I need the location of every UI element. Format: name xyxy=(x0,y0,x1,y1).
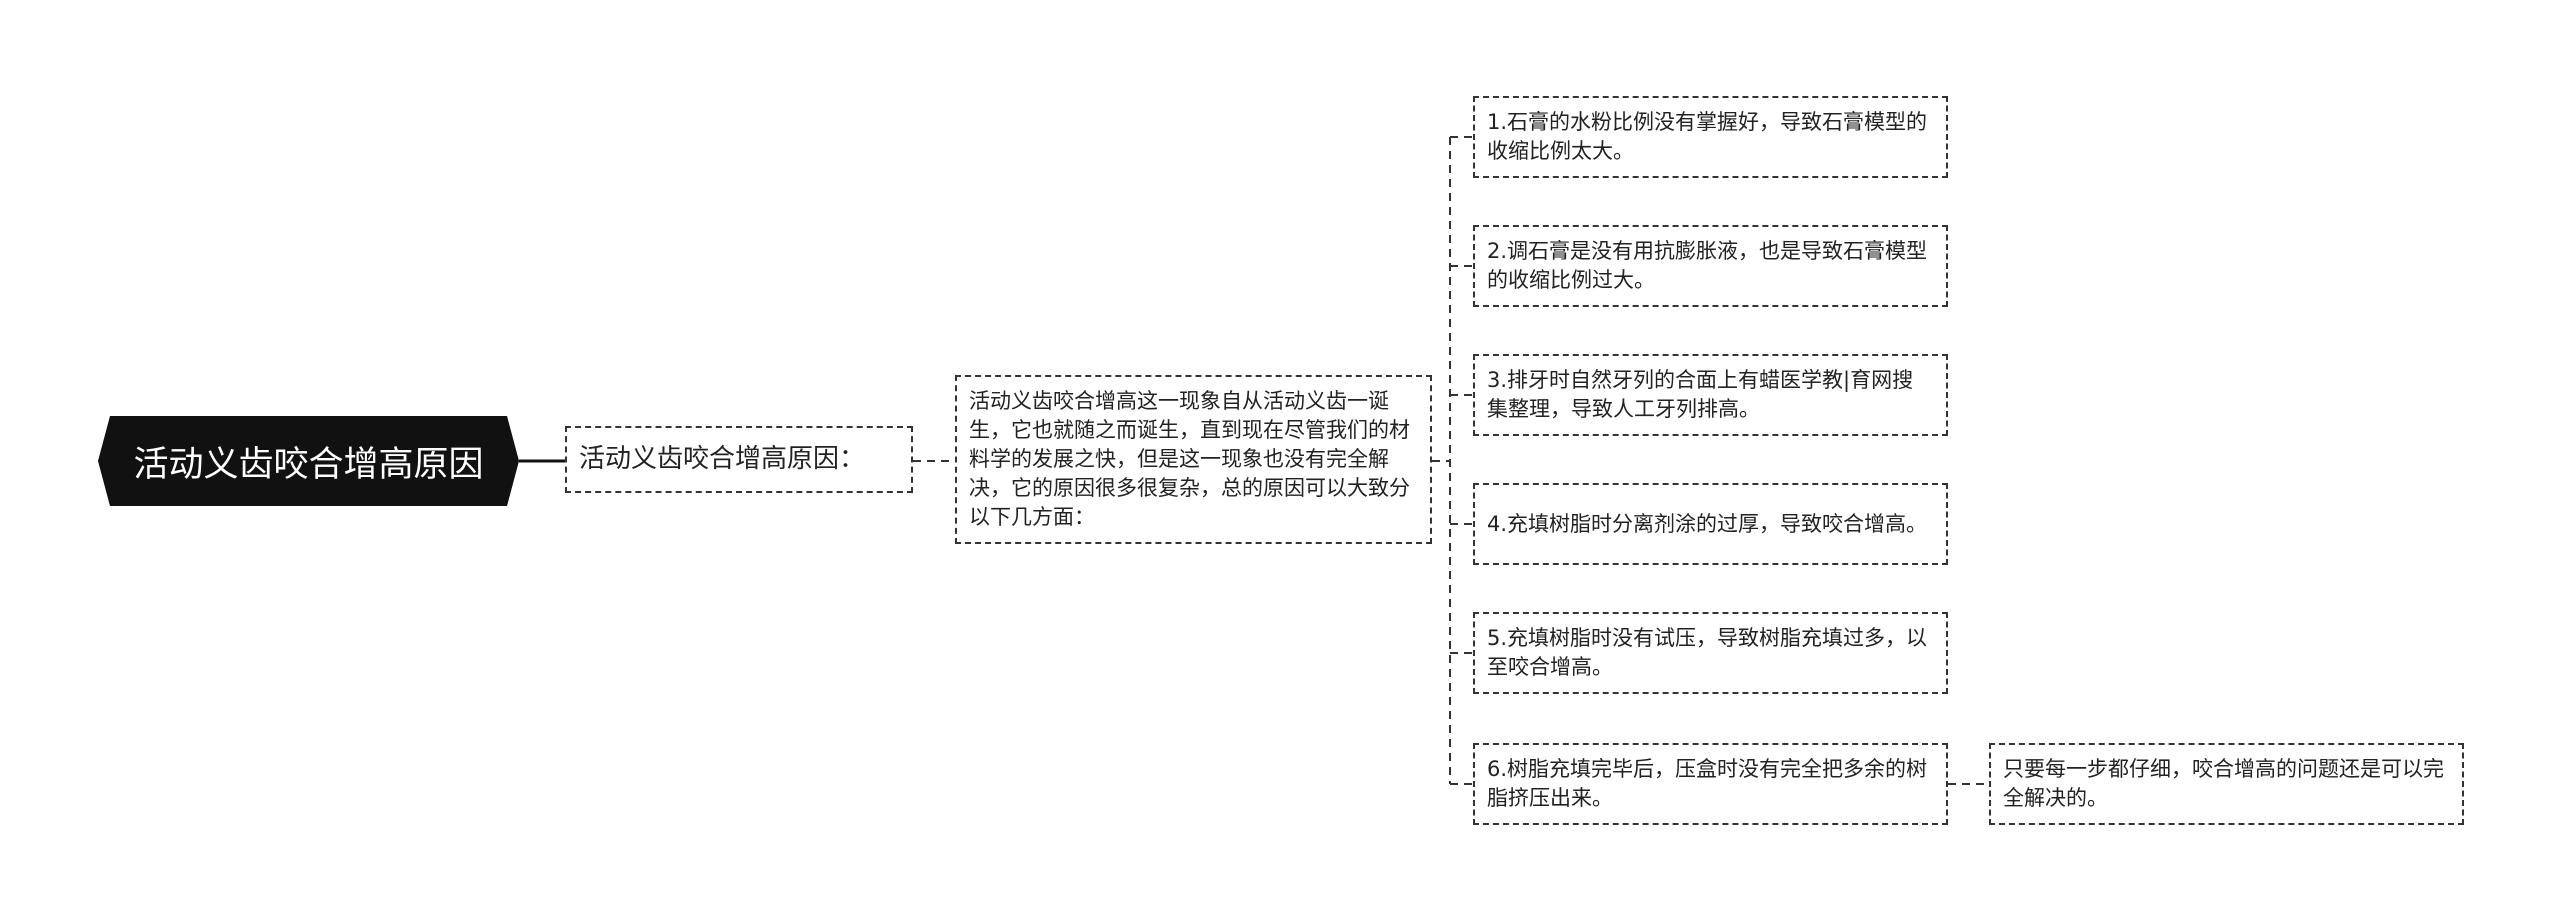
cause-node-5[interactable]: 5.充填树脂时没有试压，导致树脂充填过多，以至咬合增高。 xyxy=(1473,612,1948,694)
cause-text: 4.充填树脂时分离剂涂的过厚，导致咬合增高。 xyxy=(1487,511,1928,536)
cause-node-4[interactable]: 4.充填树脂时分离剂涂的过厚，导致咬合增高。 xyxy=(1473,483,1948,565)
cause-node-1[interactable]: 1.石膏的水粉比例没有掌握好，导致石膏模型的收缩比例太大。 xyxy=(1473,96,1948,178)
cause-text: 5.充填树脂时没有试压，导致树脂充填过多，以至咬合增高。 xyxy=(1487,626,1928,679)
main-node[interactable]: 活动义齿咬合增高这一现象自从活动义齿一诞生，它也就随之而诞生，直到现在尽管我们的… xyxy=(955,375,1432,544)
level1-node[interactable]: 活动义齿咬合增高原因： xyxy=(565,426,913,493)
conclusion-text: 只要每一步都仔细，咬合增高的问题还是可以完全解决的。 xyxy=(2003,757,2444,810)
cause-text: 1.石膏的水粉比例没有掌握好，导致石膏模型的收缩比例太大。 xyxy=(1487,110,1928,163)
root-label: 活动义齿咬合增高原因 xyxy=(133,444,484,485)
cause-node-6[interactable]: 6.树脂充填完毕后，压盒时没有完全把多余的树脂挤压出来。 xyxy=(1473,743,1948,825)
level1-label: 活动义齿咬合增高原因： xyxy=(579,444,866,474)
cause-text: 6.树脂充填完毕后，压盒时没有完全把多余的树脂挤压出来。 xyxy=(1487,757,1928,810)
cause-node-3[interactable]: 3.排牙时自然牙列的合面上有蜡医学教|育网搜集整理，导致人工牙列排高。 xyxy=(1473,354,1948,436)
root-node[interactable]: 活动义齿咬合增高原因 xyxy=(98,416,519,506)
main-text: 活动义齿咬合增高这一现象自从活动义齿一诞生，它也就随之而诞生，直到现在尽管我们的… xyxy=(969,389,1410,529)
cause-text: 3.排牙时自然牙列的合面上有蜡医学教|育网搜集整理，导致人工牙列排高。 xyxy=(1487,368,1914,421)
cause-node-2[interactable]: 2.调石膏是没有用抗膨胀液，也是导致石膏模型的收缩比例过大。 xyxy=(1473,225,1948,307)
cause-text: 2.调石膏是没有用抗膨胀液，也是导致石膏模型的收缩比例过大。 xyxy=(1487,239,1928,292)
conclusion-node[interactable]: 只要每一步都仔细，咬合增高的问题还是可以完全解决的。 xyxy=(1989,743,2464,825)
